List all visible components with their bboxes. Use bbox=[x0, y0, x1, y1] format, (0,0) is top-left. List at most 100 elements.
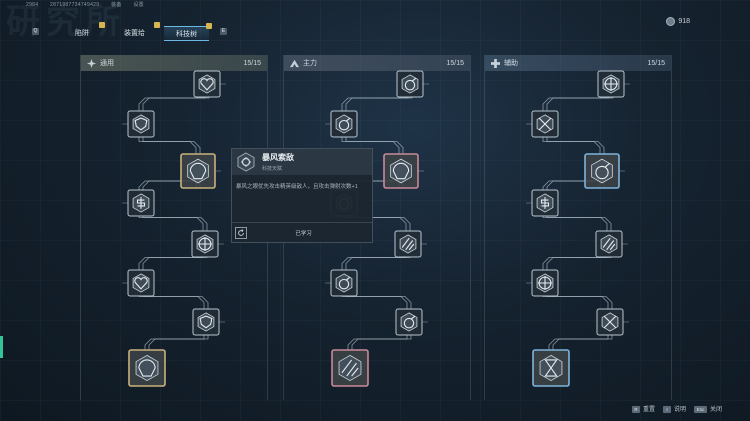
tech-node[interactable] bbox=[531, 269, 559, 297]
new-badge bbox=[206, 23, 212, 29]
wrench-icon bbox=[538, 117, 552, 131]
tab-label: 科技树 bbox=[176, 31, 197, 38]
bomb-icon bbox=[338, 276, 351, 290]
column-support: 辅助 15/15 bbox=[484, 55, 672, 400]
key-cap: Esc bbox=[693, 406, 707, 413]
hint-label: 关闭 bbox=[709, 407, 722, 413]
tooltip-subtitle: 科技天赋 bbox=[262, 166, 283, 172]
tech-node[interactable] bbox=[596, 308, 624, 336]
shield-icon bbox=[134, 117, 148, 131]
tech-node[interactable] bbox=[532, 349, 570, 387]
hourglass-icon bbox=[544, 359, 558, 377]
tech-node[interactable] bbox=[584, 153, 620, 189]
tech-node[interactable] bbox=[127, 269, 155, 297]
bomb-icon bbox=[338, 117, 351, 131]
tech-node[interactable] bbox=[192, 308, 220, 336]
column-title: 主力 bbox=[303, 60, 317, 67]
tech-tree-0 bbox=[122, 70, 226, 387]
tech-node[interactable] bbox=[180, 153, 216, 189]
stripes-icon bbox=[341, 359, 359, 377]
new-badge bbox=[154, 22, 160, 28]
tooltip-title: 暴风索敌 bbox=[262, 153, 294, 162]
tech-node[interactable] bbox=[330, 110, 358, 138]
tooltip-footer: 已学习 bbox=[232, 222, 372, 242]
gear-coin-icon bbox=[666, 17, 676, 26]
tech-node[interactable] bbox=[330, 269, 358, 297]
info-text: 2871987734749429 bbox=[50, 2, 100, 8]
stripes-icon bbox=[602, 237, 616, 251]
new-badge bbox=[99, 22, 105, 28]
compass-icon bbox=[87, 58, 96, 68]
skull-icon bbox=[392, 162, 410, 180]
column-count: 15/15 bbox=[446, 59, 464, 67]
skull-icon bbox=[189, 162, 207, 180]
gear-icon bbox=[603, 76, 619, 92]
tech-node[interactable] bbox=[531, 189, 559, 217]
bomb-icon bbox=[403, 315, 416, 329]
bomb-icon bbox=[404, 77, 417, 91]
heart-icon bbox=[134, 277, 148, 290]
currency-value: 918 bbox=[678, 18, 690, 25]
info-text: 装备 bbox=[111, 2, 122, 8]
tech-node[interactable] bbox=[128, 349, 166, 387]
tech-node[interactable] bbox=[531, 110, 559, 138]
wrench-icon bbox=[603, 315, 617, 329]
tab-next-key[interactable]: E bbox=[220, 28, 227, 35]
dollar-icon bbox=[136, 197, 146, 209]
bomb-icon bbox=[595, 162, 611, 180]
tab-tech-tree[interactable]: 科技树 bbox=[164, 23, 212, 41]
tech-node[interactable] bbox=[396, 70, 424, 98]
column-header: 辅助 15/15 bbox=[485, 55, 671, 71]
gear-icon bbox=[197, 236, 213, 252]
tech-node[interactable] bbox=[595, 230, 623, 258]
hint-label: 说明 bbox=[673, 407, 686, 413]
tab-prev-key[interactable]: Q bbox=[32, 28, 39, 35]
tech-tree-2 bbox=[526, 70, 630, 387]
tooltip-header: 暴风索敌 科技天赋 bbox=[232, 149, 372, 175]
key-cap: R bbox=[631, 406, 640, 413]
tab-label: 装置给 bbox=[124, 30, 145, 37]
tech-node[interactable] bbox=[127, 110, 155, 138]
learned-status: 已学习 bbox=[295, 230, 312, 237]
tech-node[interactable] bbox=[597, 70, 625, 98]
top-info-bar: 2984 2871987734749429 装备 设置 bbox=[26, 1, 154, 8]
tech-node[interactable] bbox=[127, 189, 155, 217]
currency-display: 918 bbox=[666, 17, 690, 26]
talent-tooltip: 暴风索敌 科技天赋 暴风之眼优先攻击精英级敌人，且攻击弹射次数+1 已学习 bbox=[231, 148, 373, 243]
column-title: 辅助 bbox=[504, 60, 518, 67]
column-header: 通用 15/15 bbox=[81, 55, 267, 71]
shield-icon bbox=[199, 315, 213, 329]
tech-tree-1 bbox=[325, 70, 429, 387]
triangle-arrow-icon bbox=[290, 59, 299, 67]
gear-icon bbox=[537, 275, 553, 291]
talent-hex-icon bbox=[237, 152, 255, 172]
tech-node[interactable] bbox=[383, 153, 419, 189]
tech-node[interactable] bbox=[193, 70, 221, 98]
refresh-icon[interactable] bbox=[235, 226, 247, 239]
tech-node[interactable] bbox=[191, 230, 219, 258]
skull-icon bbox=[138, 359, 156, 377]
tech-node[interactable] bbox=[394, 230, 422, 258]
tech-node[interactable] bbox=[395, 308, 423, 336]
tab-devices[interactable]: 装置给 bbox=[112, 22, 160, 41]
info-text: 2984 bbox=[26, 2, 39, 8]
column-count: 15/15 bbox=[243, 59, 261, 67]
column-header: 主力 15/15 bbox=[284, 55, 470, 71]
tech-node[interactable] bbox=[331, 349, 369, 387]
dollar-icon bbox=[540, 197, 550, 209]
side-indicator bbox=[0, 336, 3, 358]
plus-cross-icon bbox=[491, 58, 500, 68]
top-tab-bar: Q 陷阱 装置给 科技树 E bbox=[32, 22, 232, 41]
tab-label: 陷阱 bbox=[75, 30, 89, 37]
hint-label: 重置 bbox=[642, 407, 655, 413]
heart-icon bbox=[200, 78, 214, 91]
tab-traps[interactable]: 陷阱 bbox=[62, 22, 105, 41]
info-text: 设置 bbox=[133, 2, 144, 8]
column-title: 通用 bbox=[100, 60, 114, 67]
key-cap: I bbox=[662, 406, 671, 413]
